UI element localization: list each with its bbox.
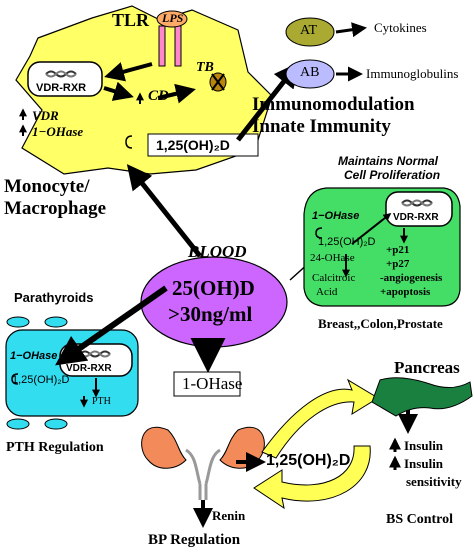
at-label: AT [300, 23, 318, 38]
ohase-label-cell: 1−OHase [312, 210, 360, 222]
vdr-to-cd-arrow [103, 81, 134, 101]
vdr-rxr-box-macrophage [27, 61, 103, 97]
macrophage-label: Macrophage [4, 198, 107, 219]
vdr-rxr-label-cell: VDR-RXR [393, 212, 439, 223]
pancreas-title: Pancreas [394, 358, 460, 377]
calcitriol-label-parathyroid: 1,25(OH)₂D [12, 374, 70, 386]
monocyte-label: Monocyte/ [4, 176, 90, 197]
calcitroic-label: Calcitroic [312, 272, 356, 284]
pth-label: PTH [92, 396, 111, 407]
curved-arrow-from-pancreas [253, 445, 371, 510]
insulin-label: Insulin [404, 438, 444, 453]
tb-label: TB [196, 60, 214, 75]
vdr-rxr-label-macrophage: VDR-RXR [36, 82, 87, 94]
ab-label: AB [300, 65, 320, 80]
cytokines-label: Cytokines [374, 20, 427, 35]
cd-to-tb-arrow [157, 83, 196, 104]
innate-immunity-title: Innate Immunity [252, 116, 391, 137]
insulin2-label: Insulin [404, 456, 444, 471]
tlr-receptor-left [158, 25, 166, 67]
angiogenesis-label: -angiogenesis [380, 272, 443, 284]
bs-control-label: BS Control [386, 512, 454, 527]
cell-proliferation-title-2: Cell Proliferation [344, 168, 441, 182]
ab-ellipse [285, 59, 335, 89]
tlr-label: TLR [112, 10, 150, 30]
immunoglobulins-label: Immunoglobulins [366, 66, 459, 81]
immunomodulation-title: Immunomodulation [252, 94, 415, 115]
at-ellipse [285, 17, 335, 47]
receptor-icon [11, 373, 19, 385]
bp-regulation-label: BP Regulation [148, 532, 241, 548]
ohase-label-parathyroid: 1−OHase [10, 350, 58, 362]
sensitivity-label: sensitivity [406, 474, 462, 489]
vdr-label: VDR [32, 108, 59, 123]
vdr-rxr-box-cell [385, 191, 453, 227]
ohase-label-macrophage: 1−OHase [32, 124, 84, 139]
ohase-box-label: 1-OHase [182, 374, 243, 393]
calcitriol-label-cell: 1,25(OH)₂D [318, 236, 376, 248]
blood-25ohd-label: 25(OH)D [172, 276, 255, 300]
tissues-label: Breast,,Colon,Prostate [318, 316, 443, 331]
blood-label: BLOOD [188, 242, 247, 261]
parathyroids-title: Parathyroids [14, 290, 94, 305]
acid-label: Acid [316, 286, 338, 298]
parathyroid-gland-2 [44, 316, 68, 328]
cell-proliferation-title-1: Maintains Normal [338, 154, 439, 168]
at-to-cytokines-arrow [335, 22, 367, 38]
pancreas-icon [371, 377, 473, 417]
lps-ellipse [156, 10, 188, 28]
cd-label: CD [148, 88, 169, 104]
calcitriol-box-macrophage [147, 133, 259, 157]
blood-to-parathyroid-arrow [55, 285, 168, 366]
renin-label: Renin [212, 508, 246, 523]
lps-label: LPS [162, 11, 184, 25]
parathyroid-gland-3 [6, 418, 30, 430]
receptor-icon [315, 227, 323, 239]
ohase-box-kidney [173, 371, 241, 397]
cell-calcitriol-to-vdr-arrow [351, 213, 392, 245]
dna-helix-icon [45, 70, 77, 78]
ohase24-label: 24-OHase [310, 252, 355, 264]
blood-threshold-label: >30ng/ml [168, 302, 253, 326]
tb-marker [209, 72, 227, 92]
receptor-icon [125, 135, 133, 149]
p21-label: +p21 [386, 244, 410, 256]
calcitriol-label-kidney: 1,25(OH)₂D [266, 452, 351, 469]
parathyroid-gland-4 [44, 418, 68, 430]
dna-helix-icon [401, 199, 433, 207]
lps-to-vdr-arrow [104, 62, 153, 82]
calcitriol-to-immune-arrow [236, 62, 300, 142]
blood-to-macrophage-arrow [126, 164, 202, 258]
apoptosis-label: +apoptosis [380, 286, 431, 298]
parathyroid-gland-1 [6, 316, 30, 328]
tlr-receptor-right [174, 25, 182, 67]
pth-regulation-label: PTH Regulation [6, 440, 104, 455]
p27-label: +p27 [386, 258, 410, 270]
calcitriol-label-macrophage: 1,25(OH)₂D [156, 137, 230, 153]
vdr-rxr-label-parathyroid: VDR-RXR [66, 363, 112, 374]
